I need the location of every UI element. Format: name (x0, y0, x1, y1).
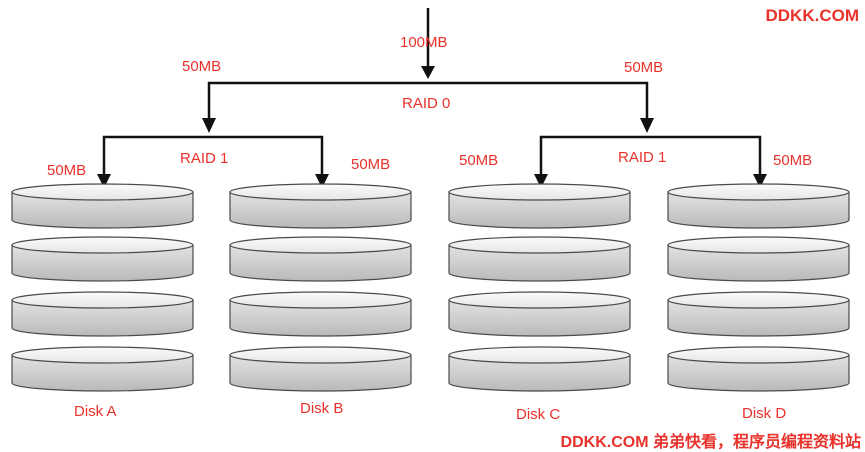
platter-a-3-side (11, 299, 194, 337)
platter-a-2-top (11, 236, 194, 254)
platter-d-3-side (667, 299, 850, 337)
raid1-right-split-line (539, 135, 762, 180)
platter-a-1-top (11, 183, 194, 201)
raid1-right-label: RAID 1 (618, 149, 666, 166)
platter-b-3-top (229, 291, 412, 309)
raid1-left-arrowhead-b (315, 174, 329, 188)
platter-c-3-top (448, 291, 631, 309)
raid0-right-arrowhead (640, 118, 654, 133)
platter-c-3-side (448, 299, 631, 337)
disk-b-label: Disk B (300, 400, 343, 417)
raid0-split-line (207, 81, 649, 125)
disk-stack-b (229, 183, 412, 392)
platter-d-2-side (667, 244, 850, 282)
input-size-label: 100MB (400, 34, 448, 51)
platter-b-1-top (229, 183, 412, 201)
raid0-label: RAID 0 (402, 95, 450, 112)
platter-b-1-side (229, 191, 412, 229)
platter-a-3-top (11, 291, 194, 309)
platter-b-4-top (229, 346, 412, 364)
platter-d-1-side (667, 191, 850, 229)
platter-c-4-side (448, 354, 631, 392)
raid0-right-size-label: 50MB (624, 59, 663, 76)
connectors (97, 8, 767, 188)
disk-stack-a (11, 183, 194, 392)
raid1-right-arrowhead-d (753, 174, 767, 188)
platter-c-4-top (448, 346, 631, 364)
raid1-right-arrowhead-c (534, 174, 548, 188)
platter-d-4-top (667, 346, 850, 364)
raid1-left-b-size-label: 50MB (351, 156, 390, 173)
disk-d-label: Disk D (742, 405, 786, 422)
raid1-left-a-size-label: 50MB (47, 162, 86, 179)
platter-c-1-side (448, 191, 631, 229)
disk-stack-c (448, 183, 631, 392)
disk-a-label: Disk A (74, 403, 117, 420)
platter-d-1-top (667, 183, 850, 201)
input-arrowhead (421, 66, 435, 79)
raid1-left-arrowhead-a (97, 174, 111, 188)
watermark-bottom-right: DDKK.COM 弟弟快看，程序员编程资料站 (561, 432, 861, 451)
platter-d-4-side (667, 354, 850, 392)
raid1-right-c-size-label: 50MB (459, 152, 498, 169)
raid1-left-label: RAID 1 (180, 150, 228, 167)
watermark-top-right: DDKK.COM (766, 6, 860, 25)
disk-stacks (11, 183, 850, 392)
raid1-left-split-line (102, 135, 324, 180)
platter-a-4-top (11, 346, 194, 364)
platter-c-2-side (448, 244, 631, 282)
platter-b-2-top (229, 236, 412, 254)
platter-b-3-side (229, 299, 412, 337)
raid1-right-d-size-label: 50MB (773, 152, 812, 169)
platter-b-2-side (229, 244, 412, 282)
platter-a-4-side (11, 354, 194, 392)
platter-a-2-side (11, 244, 194, 282)
platter-d-3-top (667, 291, 850, 309)
raid0-left-size-label: 50MB (182, 58, 221, 75)
platter-c-1-top (448, 183, 631, 201)
raid0-left-arrowhead (202, 118, 216, 133)
platter-d-2-top (667, 236, 850, 254)
platter-b-4-side (229, 354, 412, 392)
disk-c-label: Disk C (516, 406, 560, 423)
disk-stack-d (667, 183, 850, 392)
platter-a-1-side (11, 191, 194, 229)
platter-c-2-top (448, 236, 631, 254)
